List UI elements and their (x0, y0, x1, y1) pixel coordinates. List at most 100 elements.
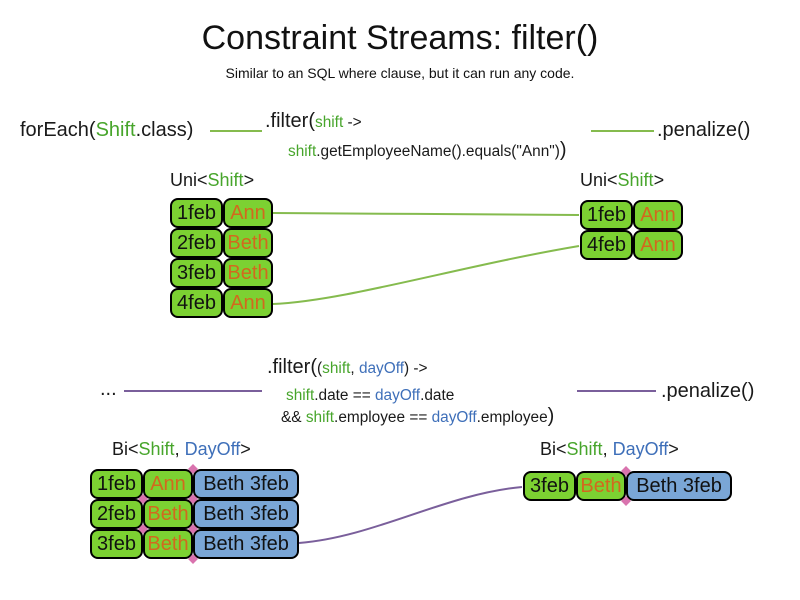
label-uni-right: Uni<Shift> (580, 170, 664, 191)
label-bi-left: Bi<Shift, DayOff> (112, 439, 251, 460)
name-cell: Beth (223, 228, 273, 258)
code-segment: .getEmployeeName().equals("Ann") (316, 143, 560, 160)
code-filter-uni-line2: shift.getEmployeeName().equals("Ann")) (288, 139, 567, 162)
code-segment: Shift (138, 439, 175, 459)
pair-cell: Beth 3feb (193, 529, 299, 559)
code-segment: Bi< (540, 439, 567, 459)
code-segment: .penalize() (657, 119, 751, 141)
code-segment: > (240, 439, 251, 459)
name-cell: Beth (223, 258, 273, 288)
code-segment: dayOff (358, 360, 404, 377)
name-cell: Ann (633, 200, 683, 230)
date-cell: 1feb (170, 198, 223, 228)
code-segment: shift (315, 114, 344, 131)
code-segment: DayOff (184, 439, 241, 459)
label-bi-right: Bi<Shift, DayOff> (540, 439, 679, 460)
code-segment: ) (547, 405, 555, 427)
code-segment: shift (322, 360, 351, 377)
code-segment: .employee == (334, 409, 432, 426)
page-title: Constraint Streams: filter() (201, 19, 599, 57)
code-segment: DayOff (612, 439, 669, 459)
code-segment: .date == (314, 387, 375, 404)
code-segment: Shift (566, 439, 603, 459)
date-cell: 3feb (90, 529, 143, 559)
code-segment: shift (305, 409, 335, 426)
code-segment: forEach( (20, 119, 96, 141)
code-ellipsis: ... (100, 378, 117, 401)
date-cell: 1feb (90, 469, 143, 499)
name-cell: Beth (143, 529, 193, 559)
pair-cell: Beth 3feb (626, 471, 732, 501)
code-segment: > (668, 439, 679, 459)
date-cell: 2feb (170, 228, 223, 258)
code-segment: dayOff (375, 387, 421, 404)
code-segment: ( (317, 360, 323, 377)
code-segment: -> (343, 114, 362, 131)
code-segment: ) (559, 139, 567, 161)
code-segment: > (243, 170, 255, 190)
date-cell: 4feb (170, 288, 223, 318)
line-uni-row4-match (272, 245, 580, 305)
date-cell: 3feb (523, 471, 576, 501)
code-segment: , (350, 360, 359, 377)
date-cell: 3feb (170, 258, 223, 288)
code-filter-bi-line1: .filter((shift, dayOff) -> (267, 356, 428, 379)
code-segment: -> (409, 360, 428, 377)
line-bi-row3-match (298, 486, 523, 544)
code-segment: Shift (95, 119, 136, 141)
name-cell: Beth (576, 471, 626, 501)
code-segment: Bi< (112, 439, 139, 459)
name-cell: Beth (143, 499, 193, 529)
code-segment: .penalize() (661, 380, 755, 402)
code-penalize-bottom: .penalize() (661, 380, 754, 403)
pair-cell: Beth 3feb (193, 469, 299, 499)
code-segment: shift (286, 387, 315, 404)
code-segment: ) (404, 360, 410, 377)
code-segment: .class) (135, 119, 194, 141)
pair-cell: Beth 3feb (193, 499, 299, 529)
code-segment: .date (420, 387, 455, 404)
code-filter-bi-line2: shift.date == dayOff.date (286, 383, 454, 406)
code-segment: && (281, 409, 306, 426)
code-segment: Uni< (170, 170, 208, 190)
code-segment: ... (100, 378, 117, 400)
code-segment: shift (288, 143, 317, 160)
date-cell: 1feb (580, 200, 633, 230)
code-segment: Shift (617, 170, 654, 190)
code-segment: Uni< (580, 170, 618, 190)
name-cell: Ann (223, 198, 273, 228)
line-uni-row1-match (272, 212, 580, 216)
code-foreach: forEach(Shift.class) (20, 119, 193, 142)
code-segment: .employee (476, 409, 548, 426)
code-segment: .filter( (265, 110, 315, 132)
name-cell: Ann (143, 469, 193, 499)
code-segment: .filter( (267, 356, 317, 378)
name-cell: Ann (633, 230, 683, 260)
code-segment: > (653, 170, 665, 190)
code-segment: , (174, 439, 185, 459)
code-segment: dayOff (431, 409, 477, 426)
code-segment: , (602, 439, 613, 459)
name-cell: Ann (223, 288, 273, 318)
date-cell: 2feb (90, 499, 143, 529)
code-filter-bi-line3: && shift.employee == dayOff.employee) (281, 405, 554, 428)
code-penalize-top: .penalize() (657, 119, 750, 142)
label-uni-left: Uni<Shift> (170, 170, 254, 191)
code-filter-uni-line1: .filter(shift -> (265, 110, 362, 133)
page-subtitle: Similar to an SQL where clause, but it c… (225, 65, 575, 81)
